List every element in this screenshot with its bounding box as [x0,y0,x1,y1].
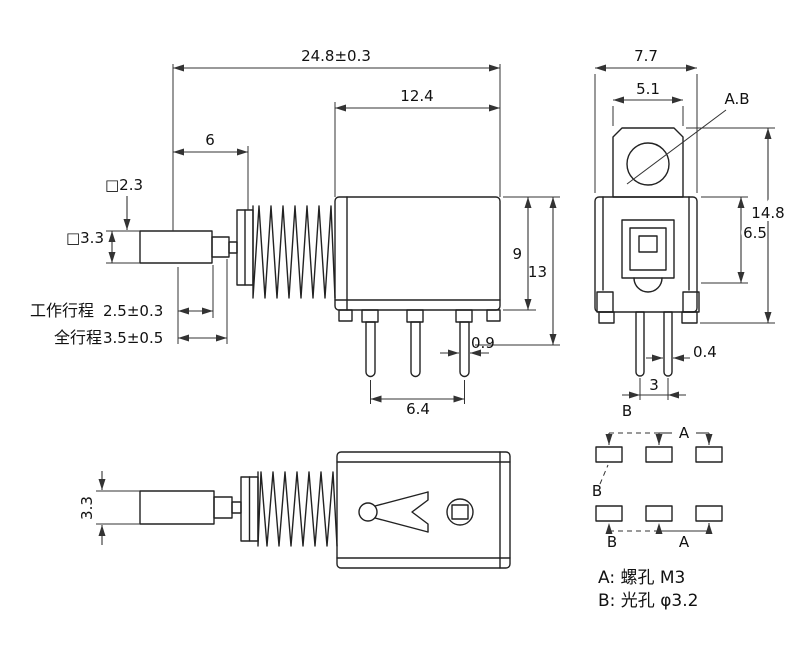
post-hole [446,498,474,526]
travel-full-label: 全行程 [54,328,102,347]
dim-front-height: 14.8 [751,204,784,222]
dim-shaft-length: 6 [205,131,215,149]
plunger-step [211,236,230,258]
spring [252,205,336,299]
dim-body-height: 9 [512,245,522,263]
mounting-tab [612,127,684,198]
dim-total-height: 13 [528,263,547,281]
group2-label-a: A [679,533,690,551]
dim-cap-square: □3.3 [66,229,104,247]
travel-work-value: 2.5±0.3 [103,302,163,320]
dim-tip-square: □2.3 [105,176,143,194]
pin [410,321,421,378]
travel-full-value: 3.5±0.5 [103,329,163,347]
side-view [139,196,501,378]
pin [635,311,645,377]
pad [595,446,623,463]
dim-hole-depth: 6.5 [743,224,767,242]
pad [595,505,623,522]
bottom-view-dimensions: 3.3 [78,471,140,545]
latch-pin [358,502,378,522]
dim-pin-thickness: 0.4 [693,343,717,361]
spring-bottom [257,471,338,547]
travel-work-label: 工作行程 [30,301,94,320]
bottom-view [139,451,511,569]
side-view-dimensions: 24.8±0.3 12.4 6 □2.3 □3.3 工作行程 2.5±0.3 全… [30,47,560,418]
switch-body-front [594,196,698,313]
dim-pin-width: 0.9 [471,334,495,352]
plunger-cap-bottom [139,490,215,525]
dim-overall-width: 24.8±0.3 [301,47,371,65]
legend-b: B: 光孔 φ3.2 [598,591,698,611]
group1-label-a: A [679,424,690,442]
pin-schematic: A B B A A: 螺孔 M3 B: 光孔 φ3.2 [592,424,723,611]
switch-body [334,196,501,311]
plunger-cap [139,230,213,264]
plunger-rod [228,241,238,254]
dim-pin-pitch: 3 [649,376,659,394]
pin-label-b: B [622,402,632,420]
group1-label-b: B [592,482,602,500]
pad [645,446,673,463]
dim-tab-width: 5.1 [636,80,660,98]
switch-body-bottom [336,451,511,569]
pin [663,311,673,377]
pad [645,505,673,522]
pin [365,321,376,378]
actuator-frame [621,219,675,279]
front-view-dimensions: 7.7 5.1 A.B 6.5 14.8 0.4 3 B [594,47,788,420]
group2-label-b: B [607,533,617,551]
dim-cap-height: 3.3 [78,496,96,520]
pad [695,446,723,463]
front-view [594,127,700,377]
pin [459,321,470,378]
dim-pin-span: 6.4 [406,400,430,418]
mounting-hole [626,142,670,186]
heart-cam [411,491,429,533]
pad [695,505,723,522]
dim-body-width: 12.4 [400,87,433,105]
dim-front-width: 7.7 [634,47,658,65]
hole-label: A.B [724,90,749,108]
legend-a: A: 螺孔 M3 [598,568,685,588]
